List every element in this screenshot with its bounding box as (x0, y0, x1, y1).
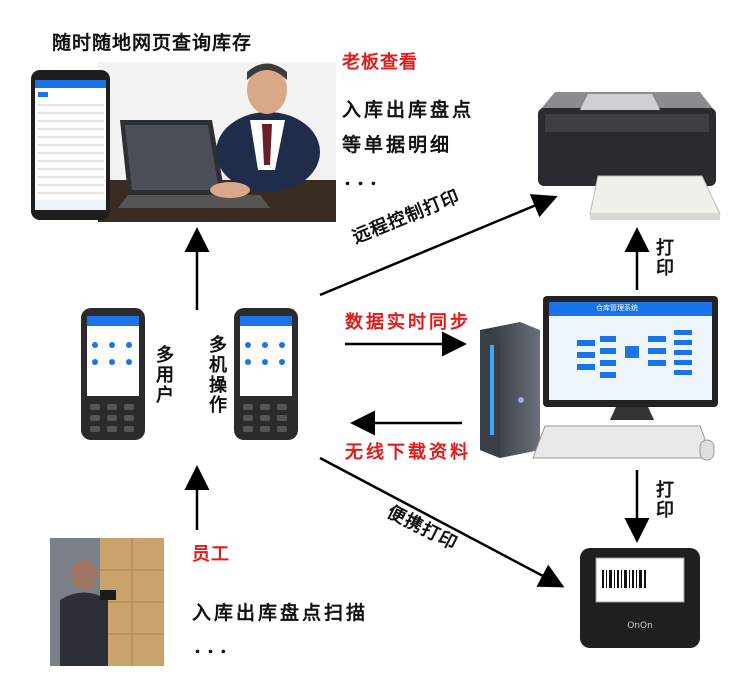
multi-op-label: 多机操作 (206, 335, 227, 415)
print-label-top: 打印 (653, 238, 674, 278)
thermal-printer: OnOn (580, 548, 700, 648)
employee-line-1: 入库出库盘点扫描 (192, 602, 369, 624)
employee-ellipsis: ... (194, 634, 233, 658)
monitor-screen-title: 仓库管理系统 (596, 304, 638, 312)
boss-photo (98, 62, 336, 222)
boss-line-1: 入库出库盘点 (342, 99, 475, 121)
employee-photo (50, 538, 164, 666)
sync-label: 数据实时同步 (345, 312, 471, 333)
svg-text:OnOn: OnOn (627, 621, 653, 631)
pc-tower (480, 322, 540, 458)
boss-line-2: 等单据明细 (342, 134, 453, 156)
arrow-remote-print (319, 194, 558, 297)
boss-title: 老板查看 (342, 52, 418, 73)
laser-printer (538, 92, 721, 220)
download-label: 无线下载资料 (345, 442, 471, 463)
print-label-bottom: 打印 (653, 480, 674, 520)
monitor (532, 296, 718, 461)
pda-device-1 (81, 308, 145, 440)
multi-user-label: 多用户 (153, 345, 174, 405)
boss-ellipsis: ... (344, 166, 383, 190)
employee-title: 员工 (192, 544, 230, 565)
arrow-portable-print (319, 456, 565, 588)
pda-device-2 (234, 308, 298, 440)
phone-illustration (31, 70, 110, 220)
top-caption: 随时随地网页查询库存 (52, 32, 253, 54)
